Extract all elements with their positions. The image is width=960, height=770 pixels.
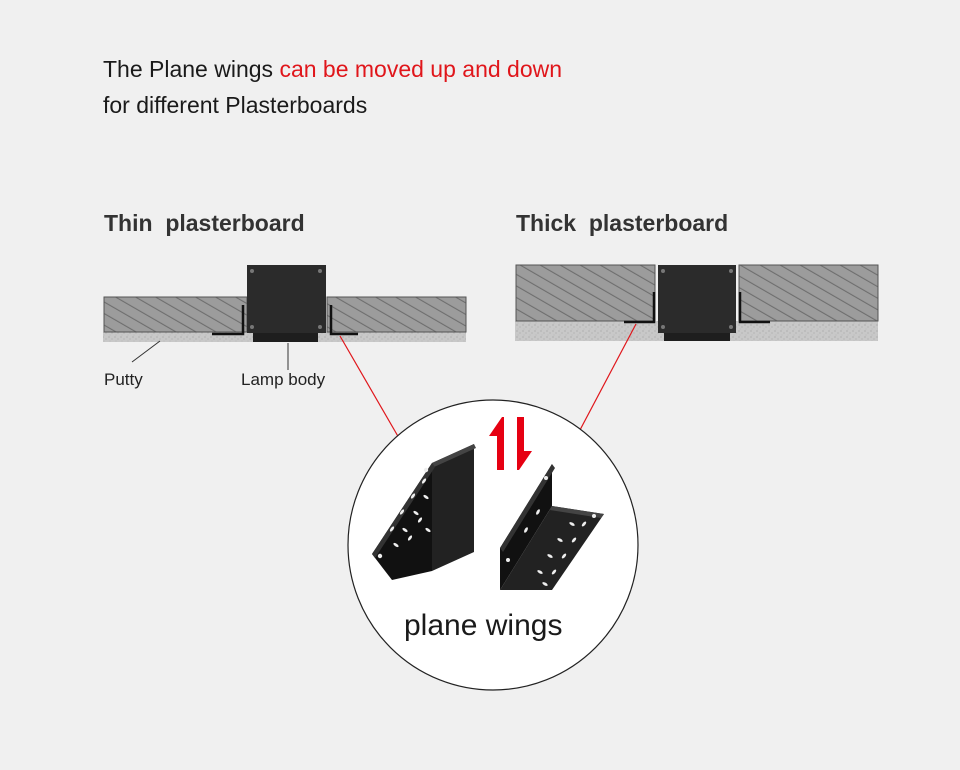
putty-leader	[131, 340, 161, 363]
thin-board-right	[326, 296, 467, 333]
thick-board-left	[515, 264, 656, 322]
thick-board-right	[738, 264, 879, 322]
thin-wing-left	[212, 305, 245, 336]
heading-line-2: for different Plasterboards	[103, 92, 368, 118]
heading-prefix: The Plane wings	[103, 56, 280, 82]
thin-lamp-base	[253, 333, 318, 342]
plane-wings-label: plane wings	[404, 609, 563, 642]
plane-wing-bracket-right	[500, 464, 604, 590]
heading-line-1: The Plane wings can be moved up and down	[103, 58, 562, 81]
thin-screw-icon	[250, 325, 254, 329]
thick-screw-icon	[729, 269, 733, 273]
lamp-body-label: Lamp body	[241, 370, 326, 389]
heading-accent: can be moved up and down	[279, 56, 563, 82]
thin-lamp-body	[247, 265, 326, 333]
thin-board-left	[103, 296, 248, 333]
thin-plasterboard-title: Thin plasterboard	[104, 210, 305, 236]
putty-label: Putty	[104, 370, 143, 389]
zoom-circle	[347, 399, 639, 691]
thin-plasterboard-diagram	[103, 265, 467, 370]
thick-wing-right	[738, 292, 770, 324]
thick-lamp-base	[664, 333, 730, 341]
thin-screw-icon	[318, 325, 322, 329]
up-down-arrows-icon	[489, 417, 532, 470]
thick-screw-icon	[729, 325, 733, 329]
thick-screw-icon	[661, 325, 665, 329]
thick-screw-icon	[661, 269, 665, 273]
thick-plasterboard-title: Thick plasterboard	[516, 210, 729, 236]
thick-wing-left	[624, 292, 656, 324]
thin-screw-icon	[318, 269, 322, 273]
thick-lamp-body	[658, 265, 736, 333]
thin-screw-icon	[250, 269, 254, 273]
thin-wing-right	[329, 305, 358, 336]
thick-plasterboard-diagram	[515, 264, 879, 341]
plane-wing-bracket-left	[372, 444, 476, 580]
